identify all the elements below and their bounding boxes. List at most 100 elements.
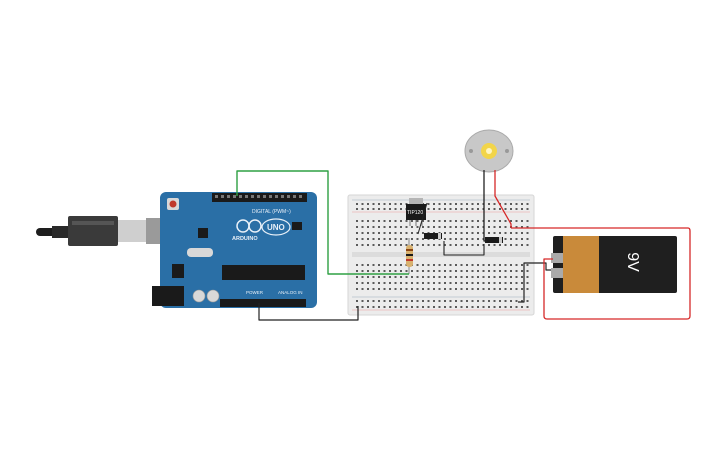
breadboard-hole[interactable] [438, 220, 441, 222]
breadboard-hole[interactable] [493, 220, 496, 222]
breadboard-hole[interactable] [411, 276, 413, 278]
breadboard-hole[interactable] [367, 203, 369, 205]
breadboard-hole[interactable] [471, 203, 474, 205]
breadboard-hole[interactable] [449, 276, 452, 278]
breadboard-hole[interactable] [411, 282, 413, 284]
breadboard-hole[interactable] [400, 288, 402, 290]
breadboard-hole[interactable] [416, 276, 419, 278]
breadboard-hole[interactable] [466, 276, 468, 278]
breadboard-hole[interactable] [372, 232, 375, 234]
breadboard-hole[interactable] [427, 306, 430, 308]
breadboard-hole[interactable] [488, 270, 490, 272]
breadboard-hole[interactable] [356, 270, 358, 272]
breadboard-hole[interactable] [488, 244, 490, 246]
breadboard-hole[interactable] [471, 288, 474, 290]
breadboard-hole[interactable] [389, 300, 391, 302]
breadboard-hole[interactable] [515, 300, 518, 302]
breadboard-hole[interactable] [455, 300, 457, 302]
breadboard-hole[interactable] [422, 244, 424, 246]
breadboard-hole[interactable] [438, 208, 441, 210]
breadboard-hole[interactable] [433, 276, 435, 278]
motor-lead-black[interactable] [483, 170, 487, 242]
breadboard-hole[interactable] [449, 203, 452, 205]
breadboard-hole[interactable] [438, 276, 441, 278]
breadboard-hole[interactable] [455, 232, 457, 234]
breadboard-hole[interactable] [411, 244, 413, 246]
breadboard-hole[interactable] [471, 238, 474, 240]
battery-terminal-positive[interactable] [551, 253, 563, 263]
breadboard-hole[interactable] [416, 288, 419, 290]
breadboard-hole[interactable] [378, 238, 380, 240]
breadboard-hole[interactable] [526, 264, 529, 266]
breadboard-hole[interactable] [438, 288, 441, 290]
breadboard-hole[interactable] [521, 276, 523, 278]
breadboard-hole[interactable] [405, 238, 408, 240]
battery-positive-wire[interactable] [511, 227, 691, 320]
breadboard-hole[interactable] [466, 300, 468, 302]
breadboard-hole[interactable] [510, 264, 512, 266]
breadboard-hole[interactable] [361, 306, 364, 308]
breadboard-hole[interactable] [449, 232, 452, 234]
breadboard-hole[interactable] [367, 306, 369, 308]
breadboard-hole[interactable] [444, 226, 446, 228]
breadboard-hole[interactable] [499, 232, 501, 234]
breadboard-hole[interactable] [378, 220, 380, 222]
breadboard-hole[interactable] [367, 264, 369, 266]
breadboard-hole[interactable] [427, 264, 430, 266]
breadboard-hole[interactable] [378, 282, 380, 284]
breadboard-hole[interactable] [394, 306, 397, 308]
breadboard-hole[interactable] [383, 288, 386, 290]
breadboard-hole[interactable] [493, 226, 496, 228]
breadboard-hole[interactable] [504, 288, 507, 290]
breadboard-hole[interactable] [521, 282, 523, 284]
breadboard-hole[interactable] [438, 306, 441, 308]
breadboard-hole[interactable] [477, 208, 479, 210]
breadboard-hole[interactable] [471, 208, 474, 210]
breadboard-hole[interactable] [394, 282, 397, 284]
breadboard-hole[interactable] [356, 232, 358, 234]
breadboard-hole[interactable] [438, 226, 441, 228]
breadboard-hole[interactable] [405, 270, 408, 272]
breadboard-hole[interactable] [477, 282, 479, 284]
breadboard-hole[interactable] [372, 300, 375, 302]
breadboard-hole[interactable] [427, 244, 430, 246]
breadboard-hole[interactable] [416, 244, 419, 246]
arduino-board[interactable]: DIGITAL (PWM~) ARDUINO UNO POWER ANALOG … [152, 192, 317, 308]
breadboard-hole[interactable] [488, 276, 490, 278]
breadboard-hole[interactable] [449, 238, 452, 240]
breadboard-hole[interactable] [455, 276, 457, 278]
breadboard-hole[interactable] [372, 220, 375, 222]
breadboard-hole[interactable] [477, 220, 479, 222]
breadboard-hole[interactable] [405, 244, 408, 246]
breadboard-hole[interactable] [499, 300, 501, 302]
breadboard-hole[interactable] [521, 264, 523, 266]
breadboard-hole[interactable] [361, 288, 364, 290]
breadboard-hole[interactable] [356, 203, 358, 205]
breadboard-hole[interactable] [400, 306, 402, 308]
breadboard-hole[interactable] [444, 300, 446, 302]
breadboard-hole[interactable] [394, 238, 397, 240]
breadboard-hole[interactable] [400, 208, 402, 210]
breadboard-hole[interactable] [493, 300, 496, 302]
breadboard-hole[interactable] [471, 232, 474, 234]
breadboard-hole[interactable] [389, 238, 391, 240]
breadboard-hole[interactable] [488, 306, 490, 308]
breadboard-hole[interactable] [510, 276, 512, 278]
breadboard-hole[interactable] [482, 282, 485, 284]
breadboard-hole[interactable] [515, 306, 518, 308]
breadboard-hole[interactable] [493, 232, 496, 234]
breadboard-hole[interactable] [444, 238, 446, 240]
breadboard-hole[interactable] [444, 282, 446, 284]
breadboard-hole[interactable] [466, 282, 468, 284]
breadboard-hole[interactable] [433, 288, 435, 290]
breadboard-hole[interactable] [361, 238, 364, 240]
breadboard-hole[interactable] [433, 220, 435, 222]
breadboard-hole[interactable] [493, 282, 496, 284]
breadboard-hole[interactable] [460, 203, 463, 205]
breadboard-hole[interactable] [356, 282, 358, 284]
breadboard-hole[interactable] [488, 300, 490, 302]
breadboard-hole[interactable] [394, 208, 397, 210]
breadboard-hole[interactable] [515, 232, 518, 234]
breadboard-hole[interactable] [466, 264, 468, 266]
breadboard-hole[interactable] [504, 208, 507, 210]
